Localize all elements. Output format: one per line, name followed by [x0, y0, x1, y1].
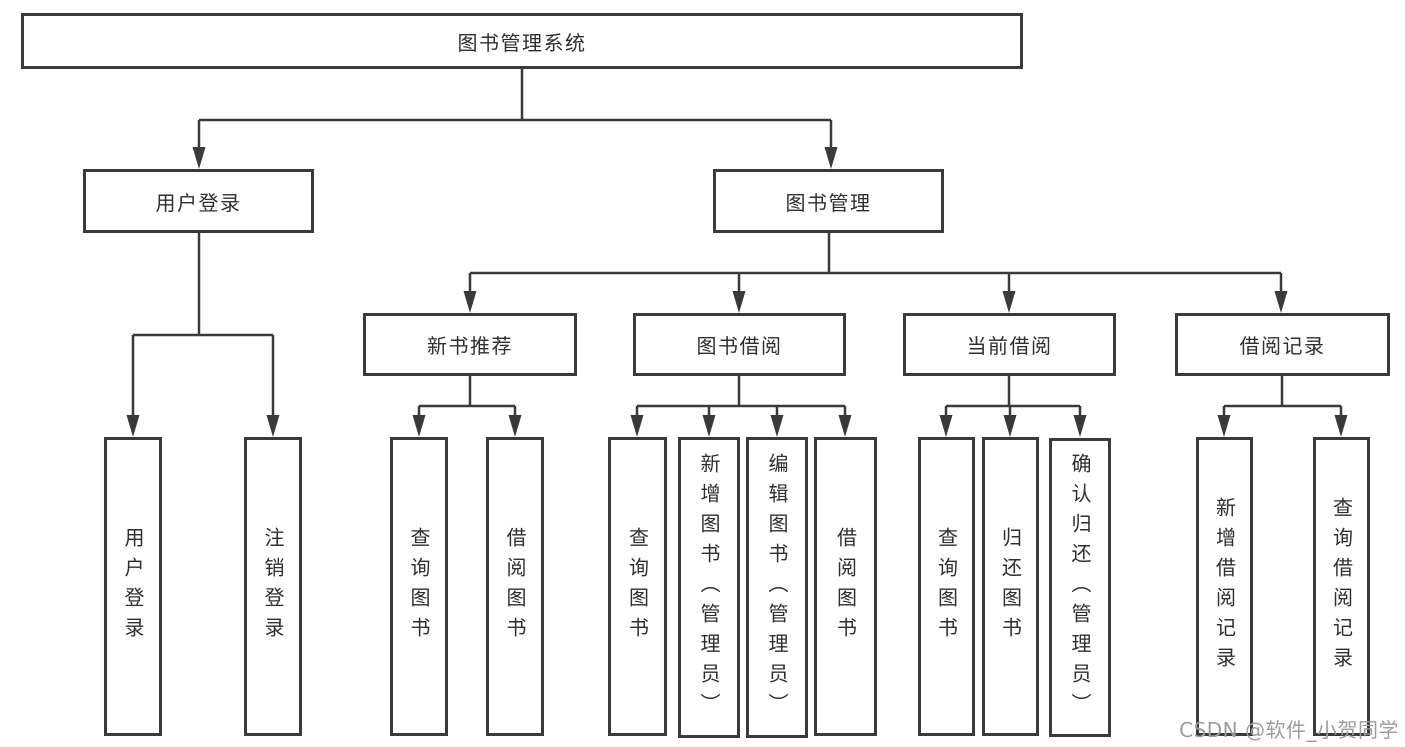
node-label: 图书管理系统	[457, 30, 587, 55]
connector-new-book-recommend	[417, 376, 517, 416]
node-label: 查询图书	[625, 526, 650, 647]
node-logout-action: 注销登录	[244, 437, 302, 736]
arrowheads	[126, 147, 1348, 437]
node-query-books-recommend: 查询图书	[390, 437, 448, 736]
node-user-login: 用户登录	[83, 169, 314, 233]
connector-user-login	[131, 233, 275, 416]
node-label: 新书推荐	[427, 334, 513, 358]
node-edit-books-admin: 编辑图书（管理员）	[746, 437, 808, 738]
node-query-books-borrow: 查询图书	[608, 437, 667, 736]
node-add-borrow-record: 新增借阅记录	[1196, 437, 1253, 736]
node-user-login-action: 用户登录	[104, 437, 162, 736]
node-label: 查询图书	[934, 526, 959, 647]
node-confirm-return-admin: 确认归还（管理员）	[1049, 438, 1111, 737]
node-label: 编辑图书（管理员）	[765, 452, 789, 723]
node-add-books-admin: 新增图书（管理员）	[678, 437, 740, 738]
node-label: 当前借阅	[966, 334, 1053, 358]
node-label: 查询借阅记录	[1329, 496, 1354, 677]
node-return-books: 归还图书	[982, 437, 1039, 736]
node-label: 图书管理	[785, 190, 872, 215]
connector-borrow-records	[1222, 376, 1343, 416]
node-current-borrow: 当前借阅	[903, 313, 1116, 376]
node-book-borrow: 图书借阅	[633, 313, 846, 376]
connector-book-borrow	[635, 376, 847, 416]
node-borrow-records: 借阅记录	[1175, 313, 1390, 376]
node-label: 借阅图书	[833, 526, 858, 647]
connector-book-management	[468, 233, 1283, 292]
node-label: 用户登录	[121, 526, 145, 647]
connector-root	[197, 69, 833, 148]
connector-current-borrow	[944, 376, 1082, 416]
node-label: 用户登录	[155, 190, 242, 215]
node-query-borrow-record: 查询借阅记录	[1313, 437, 1370, 736]
csdn-watermark: CSDN @软件_小贺同学	[1179, 718, 1399, 742]
node-label: 图书借阅	[696, 334, 783, 358]
node-label: 注销登录	[261, 526, 285, 647]
node-label: 借阅图书	[503, 526, 527, 647]
node-label: 借阅记录	[1239, 334, 1326, 358]
node-borrow-books: 借阅图书	[814, 437, 877, 736]
node-query-books-current: 查询图书	[918, 437, 975, 736]
node-book-management: 图书管理	[713, 169, 944, 233]
node-label: 归还图书	[998, 526, 1023, 647]
node-label: 确认归还（管理员）	[1068, 452, 1092, 723]
node-new-book-recommend: 新书推荐	[363, 313, 577, 376]
node-label: 新增图书（管理员）	[697, 452, 721, 723]
node-borrow-books-recommend: 借阅图书	[486, 437, 544, 736]
node-label: 新增借阅记录	[1212, 496, 1237, 677]
node-label: 查询图书	[407, 526, 431, 647]
node-root: 图书管理系统	[21, 13, 1023, 69]
